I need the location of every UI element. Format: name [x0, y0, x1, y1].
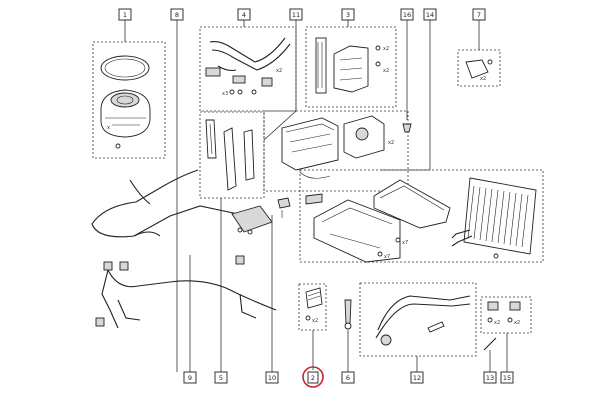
- svg-text:2: 2: [311, 374, 315, 382]
- qty-label: x2: [480, 76, 486, 82]
- svg-text:14: 14: [426, 11, 434, 19]
- wiring-harness-9: [95, 255, 277, 329]
- callout-7: 7: [472, 8, 486, 21]
- svg-text:10: 10: [268, 374, 276, 382]
- callout-8: 8: [170, 8, 184, 21]
- group-box-12: [359, 282, 477, 357]
- clip-part: x2: [465, 59, 493, 82]
- callout-12: 12: [410, 371, 424, 384]
- highlight-ring: [302, 366, 324, 388]
- callout-6: 6: [341, 371, 355, 384]
- heater-matrix: [451, 177, 537, 259]
- svg-text:15: 15: [503, 374, 511, 382]
- callout-3: 3: [341, 8, 355, 21]
- pipe-assembly: x3 x2: [205, 37, 291, 97]
- svg-text:9: 9: [188, 374, 192, 382]
- callout-15: 15: [500, 371, 514, 384]
- flap-parts: [205, 119, 255, 191]
- heater-core-housing: x2: [281, 115, 394, 179]
- group-box-3: [305, 26, 397, 108]
- group-box-15: [480, 296, 532, 334]
- group-box-2: [298, 283, 327, 331]
- leader-lines: [124, 20, 508, 372]
- group-box-1: [92, 41, 166, 159]
- blower-fan-assembly: x: [100, 55, 151, 149]
- callout-9: 9: [183, 371, 197, 384]
- group-box-11: [263, 110, 409, 192]
- svg-text:4: 4: [242, 11, 246, 19]
- svg-text:3: 3: [346, 11, 350, 19]
- rod-part: [483, 337, 497, 351]
- clip-set-15: x2 x2: [487, 301, 521, 326]
- svg-text:13: 13: [486, 374, 494, 382]
- svg-text:6: 6: [346, 374, 350, 382]
- qty-label: x2: [494, 320, 500, 326]
- svg-text:x: x: [107, 125, 110, 131]
- qty-label: x2: [276, 68, 282, 74]
- callout-14: 14: [423, 8, 437, 21]
- qty-label: x2: [312, 318, 318, 324]
- qty-label: x2: [388, 140, 394, 146]
- svg-text:16: 16: [403, 11, 411, 19]
- qty-label: x3: [222, 91, 228, 97]
- svg-text:12: 12: [413, 374, 421, 382]
- resistor-part: x2: [305, 287, 323, 324]
- callout-1: 1: [118, 8, 132, 21]
- qty-label: x2: [514, 320, 520, 326]
- callout-11: 11: [289, 8, 303, 21]
- callout-5: 5: [214, 371, 228, 384]
- group-box-5: [199, 111, 265, 199]
- svg-text:8: 8: [175, 11, 179, 19]
- sensor-pin: [344, 299, 352, 330]
- qty-label: x7: [384, 254, 390, 260]
- callout-13: 13: [483, 371, 497, 384]
- screw-part: [402, 123, 412, 133]
- heater-housing-parts: x2 x2: [315, 37, 389, 94]
- svg-text:1: 1: [123, 11, 127, 19]
- qty-label: x2: [383, 68, 389, 74]
- callout-16: 16: [400, 8, 414, 21]
- callout-10: 10: [265, 371, 279, 384]
- sensor-part: [277, 193, 323, 218]
- qty-label: x2: [383, 46, 389, 52]
- svg-text:11: 11: [292, 11, 300, 19]
- pipe-set-12: [375, 295, 471, 346]
- callout-4: 4: [237, 8, 251, 21]
- wiring-harness-8: [91, 169, 273, 238]
- svg-text:7: 7: [477, 11, 481, 19]
- svg-text:5: 5: [219, 374, 223, 382]
- callout-2: 2: [302, 366, 324, 388]
- qty-label: x7: [402, 240, 408, 246]
- evaporator-housing: x7 x7: [313, 179, 451, 263]
